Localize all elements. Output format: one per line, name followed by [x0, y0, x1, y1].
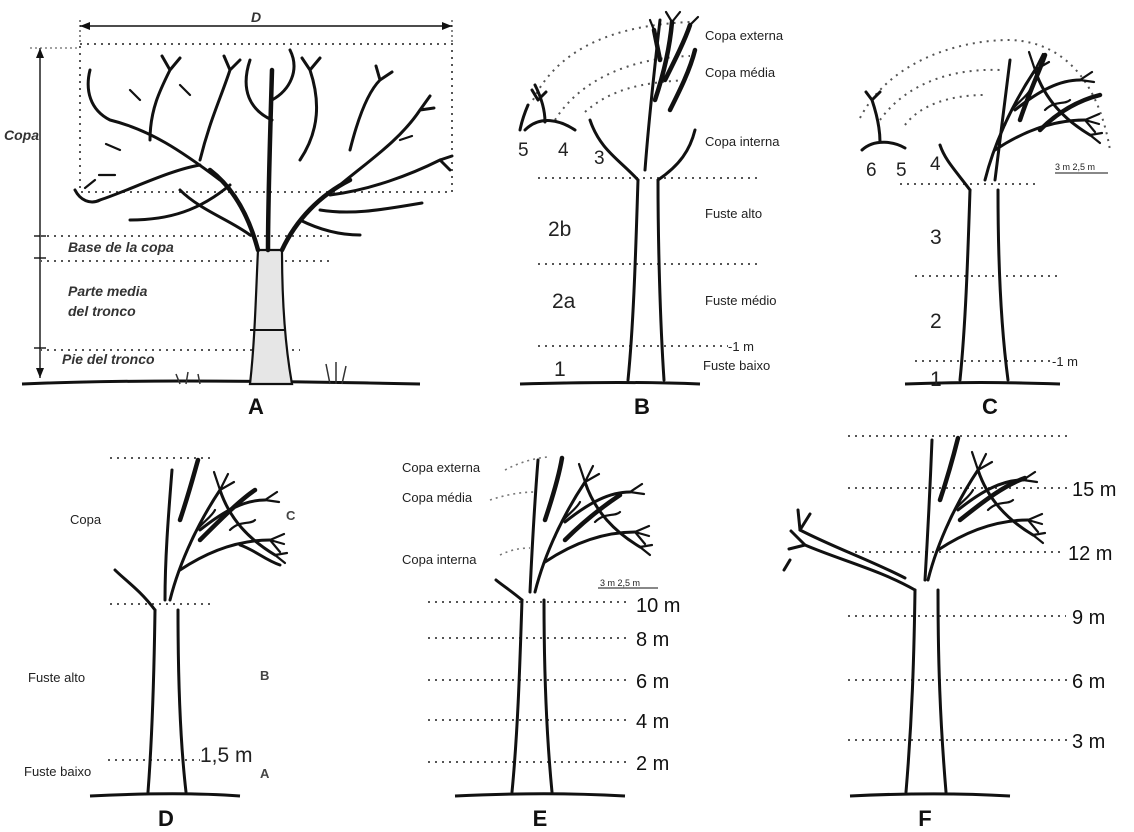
- one-m-label: -1 m: [728, 339, 754, 354]
- pie-tronco-label: Pie del tronco: [62, 351, 155, 367]
- zone-1-label: 1: [930, 368, 942, 391]
- base-copa-label: Base de la copa: [68, 239, 174, 255]
- diameter-label: D: [251, 9, 261, 25]
- copa-interna-label: Copa interna: [402, 552, 477, 567]
- zone-6-label: 6: [866, 160, 877, 181]
- panel-d: Copa C Fuste alto B 1,5 m Fuste baixo A …: [24, 458, 296, 831]
- copa-interna-arc: [585, 80, 690, 112]
- caption-e: E: [533, 806, 548, 831]
- outer-arc: [860, 40, 1110, 150]
- copa-interna-arc: [500, 548, 530, 555]
- tree-c-illustration: [862, 52, 1102, 384]
- height-12-label: 12 m: [1068, 543, 1112, 565]
- parte-media-label-2: del tronco: [68, 303, 136, 319]
- panel-b: Copa externa Copa média Copa interna 5 4…: [518, 12, 784, 419]
- tree-d-illustration: [90, 460, 287, 796]
- letter-c-label: C: [286, 508, 296, 523]
- caption-d: D: [158, 806, 174, 831]
- parte-media-label-1: Parte media: [68, 283, 148, 299]
- diameter-arrow: [80, 20, 452, 44]
- copa-label: Copa: [70, 512, 102, 527]
- height-2-label: 2 m: [636, 753, 669, 775]
- panel-c: 6 5 4 3 2 1 -1 m 3 m 2,5 m C: [860, 40, 1110, 419]
- height-15-label: 15 m: [1072, 479, 1116, 501]
- height-8-label: 8 m: [636, 629, 669, 651]
- zone-5-label: 5: [518, 140, 529, 161]
- one-m-label: -1 m: [1052, 354, 1078, 369]
- fuste-medio-label: Fuste médio: [705, 293, 777, 308]
- copa-label: Copa: [4, 127, 39, 143]
- height-6-label: 6 m: [1072, 671, 1105, 693]
- tree-e-illustration: [455, 458, 652, 796]
- copa-media-label: Copa média: [402, 490, 473, 505]
- scale-label: 3 m 2,5 m: [600, 578, 640, 588]
- fuste-baixo-label: Fuste baixo: [703, 358, 770, 373]
- height-10-label: 10 m: [636, 595, 680, 617]
- height-6-label: 6 m: [636, 671, 669, 693]
- zone-1-label: 1: [554, 358, 566, 381]
- height-9-label: 9 m: [1072, 607, 1105, 629]
- tree-f-illustration: [784, 438, 1045, 796]
- caption-a: A: [248, 394, 264, 419]
- panel-e: Copa externa Copa média Copa interna 3 m…: [402, 457, 680, 831]
- zone-2b-label: 2b: [548, 218, 571, 241]
- copa-externa-label: Copa externa: [705, 28, 784, 43]
- height-label: 1,5 m: [200, 744, 253, 767]
- tree-a-illustration: [22, 50, 452, 384]
- zone-3-label: 3: [594, 148, 605, 169]
- height-3-label: 3 m: [1072, 731, 1105, 753]
- copa-externa-label: Copa externa: [402, 460, 481, 475]
- zone-5-label: 5: [896, 160, 907, 181]
- fuste-baixo-label: Fuste baixo: [24, 764, 91, 779]
- panel-a: D Copa Base de la copa Parte media del t…: [4, 9, 452, 419]
- vertical-dimension-arrow: [30, 48, 80, 378]
- zone-4-label: 4: [930, 154, 941, 175]
- inner-arc: [905, 95, 985, 125]
- zone-2a-label: 2a: [552, 290, 576, 313]
- tree-b-illustration: [520, 12, 700, 384]
- caption-f: F: [918, 806, 931, 831]
- caption-b: B: [634, 394, 650, 419]
- caption-c: C: [982, 394, 998, 419]
- copa-media-arc: [490, 492, 535, 500]
- scale-label: 3 m 2,5 m: [1055, 162, 1095, 172]
- height-4-label: 4 m: [636, 711, 669, 733]
- fuste-alto-label: Fuste alto: [705, 206, 762, 221]
- copa-interna-label: Copa interna: [705, 134, 780, 149]
- zone-3-label: 3: [930, 226, 942, 249]
- panel-f: 15 m 12 m 9 m 6 m 3 m F: [784, 436, 1116, 831]
- copa-media-label: Copa média: [705, 65, 776, 80]
- fuste-alto-label: Fuste alto: [28, 670, 85, 685]
- copa-externa-arc: [505, 457, 548, 470]
- letter-b-label: B: [260, 668, 269, 683]
- letter-a-label: A: [260, 766, 270, 781]
- zone-2-label: 2: [930, 310, 942, 333]
- zone-4-label: 4: [558, 140, 569, 161]
